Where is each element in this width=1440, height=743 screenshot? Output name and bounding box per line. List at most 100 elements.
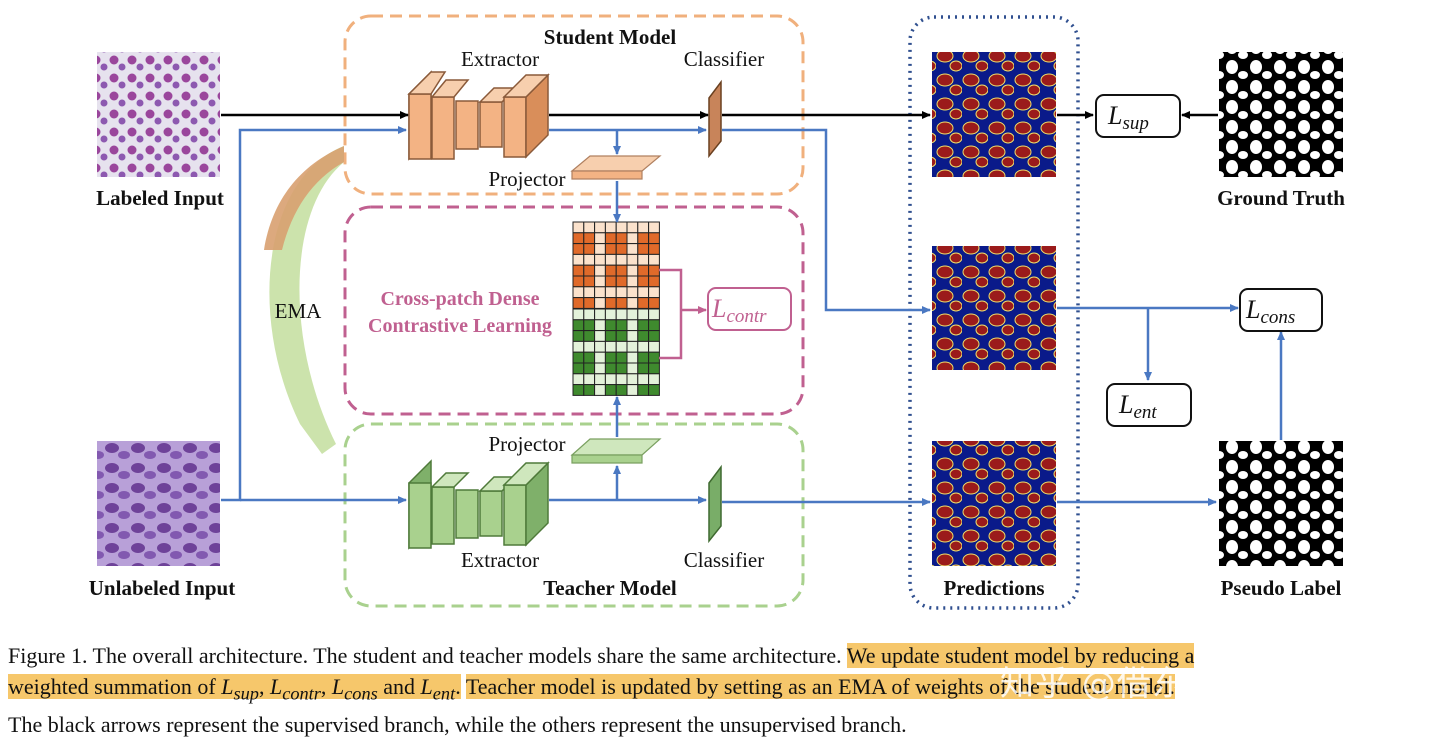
grid-cell [572, 373, 585, 386]
grid-cell [583, 384, 596, 396]
pseudo-label-label: Pseudo Label [1221, 576, 1342, 600]
grid-cell [615, 340, 628, 353]
grid-cell [572, 330, 585, 342]
grid-cell [615, 308, 628, 321]
student-classifier [708, 79, 722, 159]
grid-cell [637, 297, 650, 309]
grid-cell [615, 330, 628, 342]
grid-cell [637, 264, 650, 277]
grid-cell [626, 351, 639, 364]
grid-cell [604, 297, 617, 309]
grid-cell [604, 253, 617, 266]
grid-cell [594, 221, 606, 234]
grid-cell [594, 340, 606, 353]
grid-cell [615, 232, 628, 245]
grid-cell [615, 221, 628, 234]
contrastive-label-line1: Cross-patch Dense [380, 288, 539, 310]
grid-cell [648, 221, 660, 234]
grid-cell [637, 319, 650, 332]
grid-cell [637, 253, 650, 266]
grid-cell [594, 232, 606, 245]
grid-cell [594, 373, 606, 386]
grid-cell [604, 384, 617, 396]
grid-cell [615, 351, 628, 364]
grid-cell [572, 221, 585, 234]
grid-cell [648, 362, 660, 375]
grid-cell [626, 232, 639, 245]
labeled-input-label: Labeled Input [96, 186, 224, 210]
grid-cell [637, 275, 650, 288]
student-model-title: Student Model [544, 25, 677, 49]
caption-line2-highlight-a: weighted summation of [8, 674, 216, 699]
grid-cell [626, 221, 639, 234]
grid-cell [626, 373, 639, 386]
grid-cell [648, 286, 660, 299]
caption-line-3: The black arrows represent the supervise… [8, 712, 907, 738]
ground-truth-label: Ground Truth [1217, 186, 1345, 210]
ground-truth-image [1219, 52, 1343, 177]
grid-cell [626, 330, 639, 342]
grid-cell [615, 264, 628, 277]
grid-cell [626, 340, 639, 353]
grid-cell [637, 373, 650, 386]
grid-cell [572, 297, 585, 309]
grid-cell [615, 373, 628, 386]
grid-cell [648, 319, 660, 332]
grid-cell [637, 308, 650, 321]
grid-cell [572, 319, 585, 332]
grid-cell [648, 308, 660, 321]
grid-cell [572, 362, 585, 375]
grid-cell [615, 319, 628, 332]
watermark: 知乎 @借东西的小人 [1000, 664, 1327, 704]
grid-cell [604, 308, 617, 321]
grid-cell [626, 264, 639, 277]
caption-line-2: weighted summation of Lsup, Lcontr, Lcon… [8, 674, 1175, 704]
grid-cell [637, 286, 650, 299]
prediction-image-3 [932, 441, 1056, 566]
grid-cell [648, 297, 660, 309]
grid-cell [626, 275, 639, 288]
teacher-classifier [708, 464, 722, 544]
grid-cell [648, 351, 660, 364]
contrastive-label-line2: Contrastive Learning [368, 315, 552, 337]
grid-cell [615, 275, 628, 288]
grid-cell [583, 330, 596, 342]
arrow-student-to-prediction2 [722, 128, 931, 314]
grid-cell [583, 362, 596, 375]
unlabeled-input-label: Unlabeled Input [89, 576, 235, 600]
grid-cell [637, 221, 650, 234]
unlabeled-input-image [97, 441, 220, 566]
grid-cell [594, 319, 606, 332]
grid-cell [604, 286, 617, 299]
grid-cell [572, 286, 585, 299]
grid-cell [583, 308, 596, 321]
predictions-box [908, 15, 1080, 610]
prediction-image-1 [932, 52, 1056, 177]
grid-cell [648, 232, 660, 245]
grid-cell [594, 351, 606, 364]
grid-cell [604, 362, 617, 375]
grid-cell [583, 221, 596, 234]
grid-cell [583, 243, 596, 255]
architecture-diagram: Lsup Lcontr Lcons Lent Student Model Tea… [89, 14, 1345, 610]
pseudo-label-image [1219, 441, 1343, 566]
loss-sup-box [1095, 94, 1181, 138]
extractor-label-bottom: Extractor [461, 548, 539, 572]
grid-cell [594, 362, 606, 375]
grid-cell [572, 243, 585, 255]
caption-line2-plain: Teacher model is updated by setting as a… [465, 674, 1175, 699]
grid-cell [615, 243, 628, 255]
grid-cell [604, 243, 617, 255]
loss-ent-label: Lent [1118, 390, 1157, 423]
grid-cell [637, 384, 650, 396]
caption-line1-highlight: We update student model by reducing a [846, 643, 1195, 668]
grid-cell [615, 297, 628, 309]
classifier-label-top: Classifier [684, 47, 764, 71]
grid-cell [615, 384, 628, 396]
grid-cell [626, 243, 639, 255]
grid-cell [626, 308, 639, 321]
grid-cell [583, 264, 596, 277]
grid-cell [572, 384, 585, 396]
grid-cell [626, 253, 639, 266]
grid-cell [594, 275, 606, 288]
